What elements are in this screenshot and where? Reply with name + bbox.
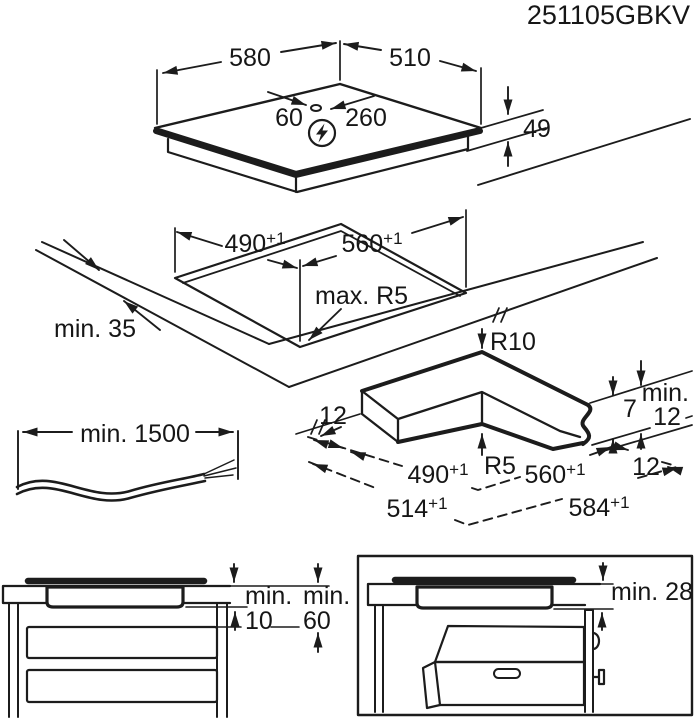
outer-radius-label: R10 (490, 328, 536, 356)
hob-height-label: 49 (523, 115, 551, 143)
cable-outline-bottom (15, 479, 207, 502)
cabinet-walls (8, 602, 228, 718)
piece-broken-edge-wave (580, 403, 593, 446)
hob-oven-gap-label: min. 28 (611, 578, 693, 606)
break-mark (492, 307, 508, 323)
cabinet-walls (374, 604, 594, 713)
dimension-hob-drawer-gap: min. 10 (229, 563, 292, 635)
hob-isometric-view: 580 510 60 260 49 (153, 40, 691, 194)
oven-top (433, 624, 586, 664)
ground-line-right-upper (589, 370, 693, 404)
electrical-connection-symbol (307, 118, 337, 148)
dimension-chain-overall: 514+1 584+1 (308, 461, 681, 526)
cable-length-label: min. 1500 (80, 420, 190, 448)
inner-radius-label: R5 (484, 452, 516, 480)
dimension-cutout-depth: 490+1 (174, 209, 467, 342)
cutout-radius-label: max. R5 (315, 282, 408, 310)
hob-body (166, 134, 470, 194)
overlap-right-label: 12 (632, 453, 660, 481)
cable-entry-point (310, 104, 322, 112)
oven-side (421, 660, 442, 710)
cable-outline-top (15, 472, 206, 495)
cutout-depth-label: 490+1 (224, 229, 285, 258)
edge-distance-label: 12 (653, 403, 681, 431)
oven-hinge-bump (591, 631, 601, 651)
worktop-edge-line-upper (477, 118, 691, 186)
connection-left-label: 60 (275, 104, 303, 132)
dimension-edge-distance: min. 12 (636, 360, 689, 450)
hob-glass-edge (153, 128, 483, 178)
hob-body-profile (415, 585, 554, 610)
annotation-outer-radius: R10 (477, 328, 536, 356)
hob-drawer-gap-label: 10 (245, 607, 273, 635)
hob-drawer-gap-prefix: min. (245, 582, 292, 610)
connection-right-label: 260 (345, 104, 387, 132)
dimension-hob-height: 49 (466, 86, 551, 167)
piece-outer-top-edges (360, 350, 590, 407)
oven-knob (591, 668, 606, 686)
cable-wire-ends (203, 459, 237, 479)
detail-frame (356, 554, 694, 717)
annotation-cutout-radius: max. R5 (308, 282, 408, 341)
dimension-overlap-left: 12 (319, 402, 347, 437)
ground-line-right-mid (591, 415, 693, 446)
document-code: 251105GBKV (527, 0, 690, 30)
edge-distance-prefix: min. (642, 379, 689, 407)
cutout-hole (173, 222, 468, 349)
power-cable-view: min. 1500 (15, 420, 239, 502)
overlap-left-label: 12 (319, 402, 347, 430)
hob-depth-label: 510 (389, 44, 431, 72)
dimension-lip-height: 7 (608, 376, 637, 454)
ground-line-left (295, 413, 361, 435)
oven-handle (493, 668, 521, 679)
dimension-connection-left: 60 (267, 91, 307, 132)
extension-lines (185, 585, 330, 628)
oven-front (433, 660, 586, 707)
worktop-drawer-gap-prefix: min. (303, 582, 350, 610)
drawer-installation-view: min. 10 min. 60 (1, 563, 350, 718)
piece-inner-edges (360, 389, 582, 444)
drawer-front-lower (25, 668, 219, 704)
worktop-front-right-edge (268, 241, 658, 388)
cutout-inner-walls (182, 230, 461, 297)
worktop-cutout-view: 490+1 560+1 max. R5 min. 35 (35, 209, 658, 388)
annotation-inner-radius: R5 (477, 433, 516, 480)
hob-body-profile (45, 585, 185, 609)
dimension-hob-width: 580 (156, 40, 341, 125)
corner-cutout-depth-label: 490+1 (407, 460, 468, 489)
front-clearance-label: min. 35 (54, 315, 136, 343)
drawer-front-upper (25, 625, 219, 660)
corner-cutout-width-label: 560+1 (524, 460, 585, 489)
hob-width-label: 580 (229, 44, 271, 72)
extension-lines (553, 583, 614, 610)
piece-bottom-edges (396, 422, 585, 451)
lightning-bolt-icon (316, 123, 328, 143)
worktop-section (366, 582, 602, 607)
overall-width-label: 584+1 (568, 493, 629, 522)
hob-corner-piece (360, 350, 593, 451)
lip-height-label: 7 (623, 395, 637, 423)
dimension-hob-oven-gap: min. 28 (597, 562, 693, 631)
built-in-oven (421, 624, 606, 710)
dimension-front-clearance: min. 35 (54, 239, 161, 343)
overall-depth-label: 514+1 (386, 494, 447, 523)
cable-extension-lines (17, 430, 239, 490)
lightning-circle (307, 118, 337, 148)
cutout-width-label: 560+1 (341, 229, 402, 258)
worktop-drawer-gap-label: 60 (303, 607, 331, 635)
dimension-hob-depth: 510 (343, 41, 482, 125)
dimension-connection-right: 260 (330, 95, 387, 132)
worktop-front-left-edge (35, 241, 290, 388)
dimension-cutout-width: 560+1 (302, 216, 464, 267)
dimension-chain-cutout: 490+1 560+1 (307, 436, 617, 491)
dimension-worktop-drawer-gap: min. 60 (303, 563, 350, 653)
corner-profile-detail: R10 R5 12 490+1 560+1 12 (295, 328, 693, 526)
oven-installation-view: min. 28 (356, 554, 694, 717)
